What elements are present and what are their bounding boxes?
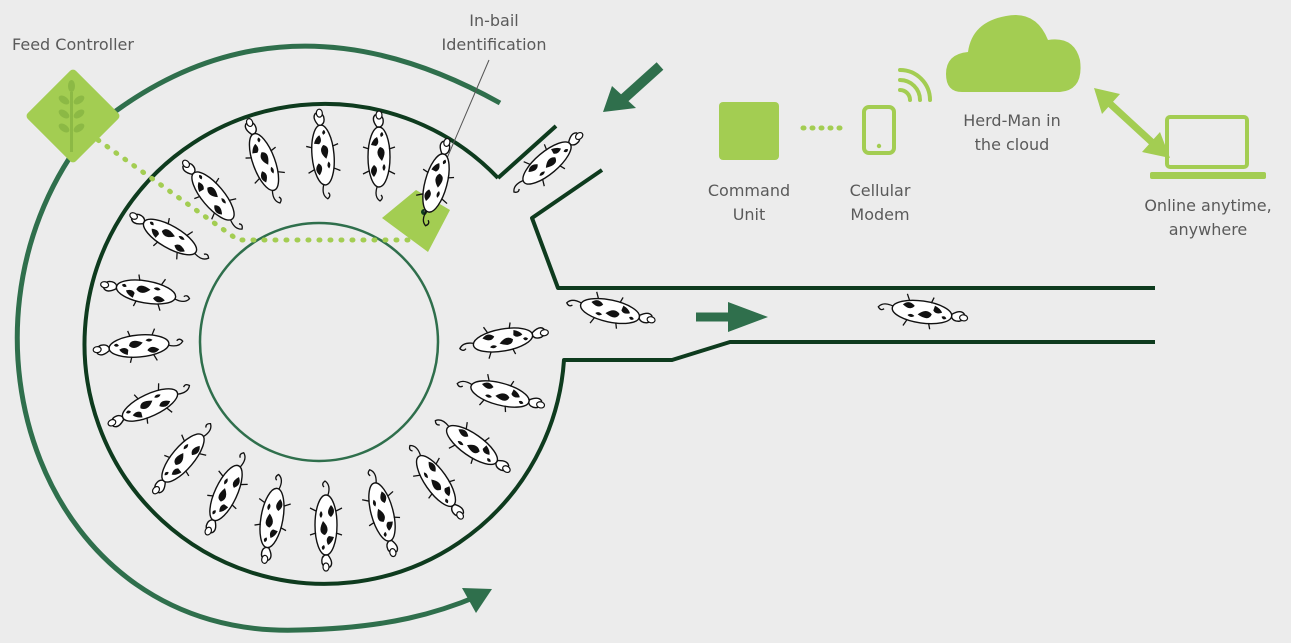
cow-icon <box>362 110 396 202</box>
entry-arrow <box>616 62 664 106</box>
cow-icon <box>875 289 971 335</box>
command-unit-label-1: Command <box>708 181 790 200</box>
cow-icon <box>100 371 198 440</box>
rotation-arc-top <box>98 43 502 125</box>
cow-icon <box>302 107 344 201</box>
platform-outer-ring <box>82 101 1155 586</box>
feed-data-link <box>95 137 413 243</box>
online-label-1: Online anytime, <box>1144 196 1271 215</box>
cloud-label-1: Herd-Man in <box>963 111 1061 130</box>
feed-controller-label: Feed Controller <box>12 35 134 54</box>
cow-icon <box>91 325 185 367</box>
platform-inner-ring <box>198 221 440 463</box>
feed-controller-node <box>26 69 120 163</box>
double-arrow-icon <box>1094 88 1170 158</box>
online-label-2: anywhere <box>1169 220 1248 239</box>
cow-icon <box>140 413 225 505</box>
cow-icon <box>121 199 217 274</box>
rotation-arrowhead <box>462 588 492 613</box>
command-unit-label-2: Unit <box>733 205 766 224</box>
cow-icon <box>97 267 193 317</box>
entry-arrowhead <box>603 86 636 112</box>
cow-icon <box>191 445 260 543</box>
in-bail-label-1: In-bail <box>469 11 518 30</box>
cow-group <box>91 107 971 572</box>
cloud-icon <box>946 15 1081 92</box>
square-unit-icon <box>719 102 779 160</box>
rotation-arc-bottom <box>14 138 479 633</box>
cow-icon <box>170 149 255 241</box>
wheat-stalk <box>58 80 85 152</box>
cow-icon <box>452 366 550 423</box>
cow-icon <box>232 112 295 210</box>
cow-icon <box>456 315 552 365</box>
in-bail-label-2: Identification <box>442 35 547 54</box>
wifi-signal-icon <box>898 68 932 102</box>
smartphone-icon <box>862 105 896 155</box>
cow-icon <box>309 480 343 572</box>
cow-icon <box>247 471 297 567</box>
cow-icon <box>562 285 660 337</box>
laptop-icon <box>1150 115 1266 179</box>
modem-label-1: Cellular <box>850 181 911 200</box>
exit-arrowhead <box>728 302 768 332</box>
cow-icon <box>354 464 411 562</box>
modem-label-2: Modem <box>850 205 909 224</box>
cloud-label-2: the cloud <box>975 135 1050 154</box>
